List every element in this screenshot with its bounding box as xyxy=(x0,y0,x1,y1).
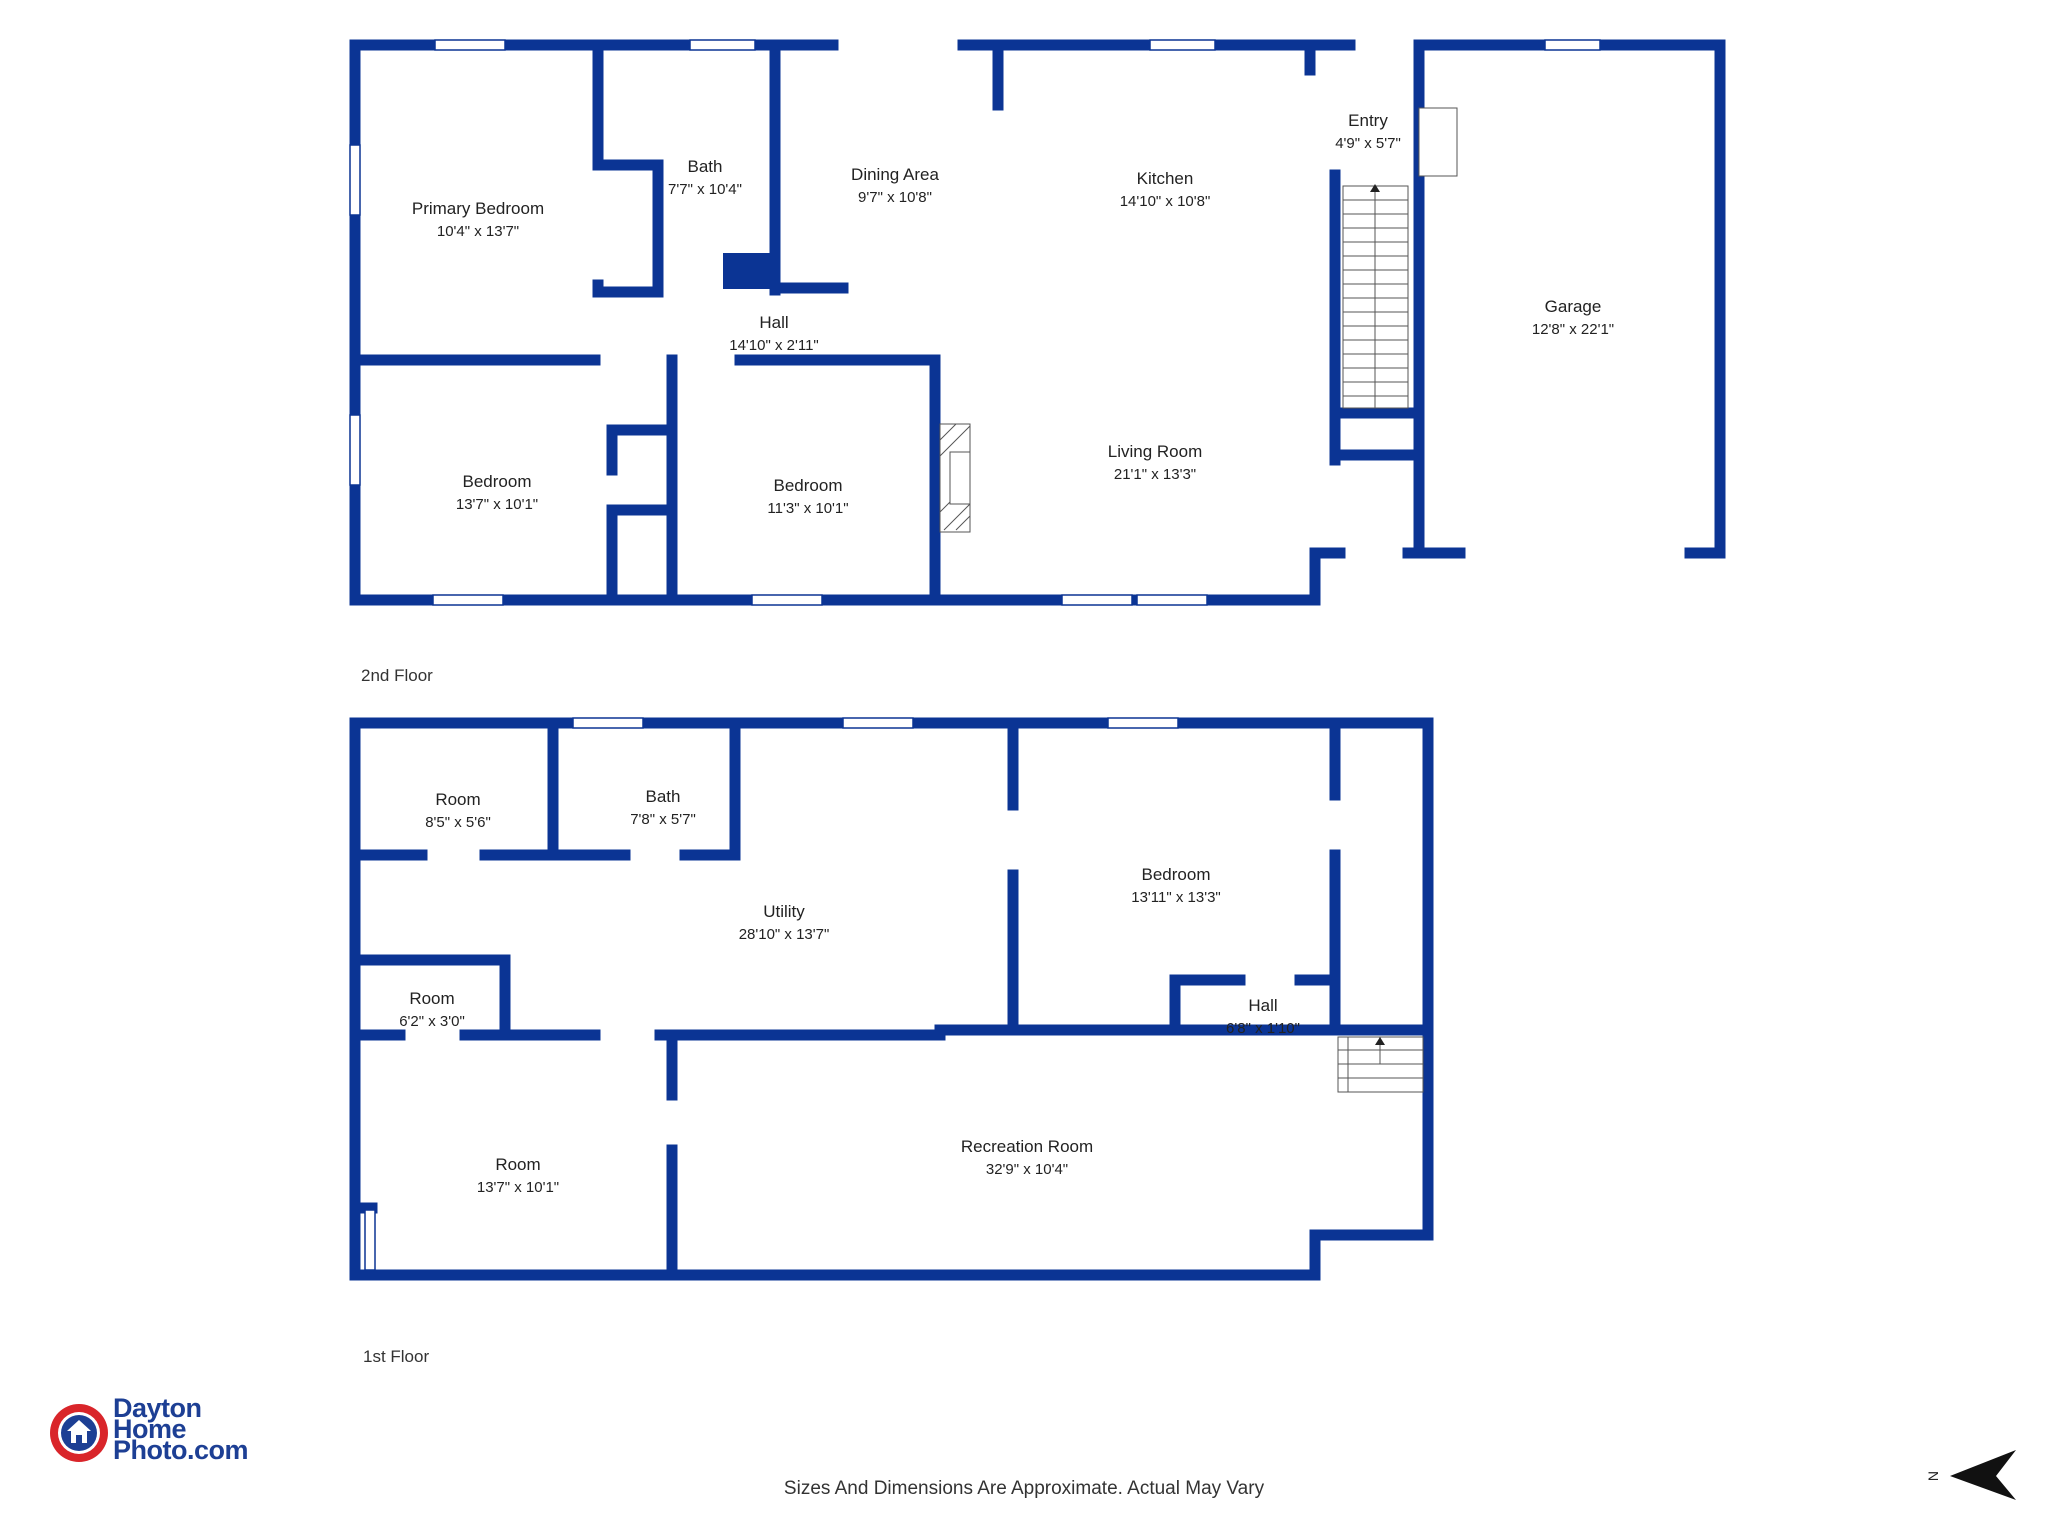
chimney-block xyxy=(723,253,779,289)
first-floor-windows xyxy=(364,717,1179,1271)
room-dims: 9'7" x 10'8" xyxy=(858,189,932,206)
room-name: Room xyxy=(495,1155,540,1174)
room-dims: 14'10" x 2'11" xyxy=(729,337,819,354)
room-dims: 6'2" x 3'0" xyxy=(399,1013,465,1030)
room-dims: 14'10" x 10'8" xyxy=(1120,193,1211,210)
room-dims: 11'3" x 10'1" xyxy=(767,500,848,517)
logo-line-2: Home xyxy=(113,1414,187,1444)
room-dims: 6'8" x 1'10" xyxy=(1226,1020,1300,1037)
north-label: N xyxy=(1925,1470,1942,1482)
room-dims: 10'4" x 13'7" xyxy=(437,223,519,240)
room-labels-1st: Room 8'5" x 5'6" Bath 7'8" x 5'7" Utilit… xyxy=(399,787,1300,1196)
room-dims: 13'7" x 10'1" xyxy=(456,496,538,513)
room-name: Garage xyxy=(1545,297,1602,316)
room-name: Room xyxy=(435,790,480,809)
room-dims: 28'10" x 13'7" xyxy=(739,926,830,943)
room-name: Dining Area xyxy=(851,165,939,184)
house-camera-icon xyxy=(50,1404,108,1462)
brand-logo: Dayton Home Photo.com xyxy=(48,1393,278,1480)
stairs-upper xyxy=(1342,184,1409,409)
room-dims: 7'8" x 5'7" xyxy=(630,811,696,828)
room-dims: 4'9" x 5'7" xyxy=(1335,135,1401,152)
room-dims: 8'5" x 5'6" xyxy=(425,814,491,831)
room-dims: 13'7" x 10'1" xyxy=(477,1179,559,1196)
room-name: Hall xyxy=(759,313,788,332)
room-dims: 32'9" x 10'4" xyxy=(986,1161,1068,1178)
stairs-lower xyxy=(1337,1036,1424,1093)
logo-text: Dayton Home Photo.com xyxy=(113,1393,249,1465)
room-name: Entry xyxy=(1348,111,1388,130)
room-dims: 12'8" x 22'1" xyxy=(1532,321,1614,338)
north-arrow: N xyxy=(1925,1444,2020,1504)
room-name: Utility xyxy=(763,902,805,921)
room-name: Bedroom xyxy=(463,472,532,491)
room-name: Hall xyxy=(1248,996,1277,1015)
room-labels-2nd: Primary Bedroom 10'4" x 13'7" Bath 7'7" … xyxy=(412,111,1614,517)
disclaimer-text: Sizes And Dimensions Are Approximate. Ac… xyxy=(783,1478,1265,1499)
room-dims: 21'1" x 13'3" xyxy=(1114,466,1196,483)
entry-step xyxy=(1418,107,1458,177)
room-name: Bath xyxy=(646,787,681,806)
room-name: Bath xyxy=(688,157,723,176)
logo-line-1: Dayton xyxy=(113,1393,202,1423)
room-name: Living Room xyxy=(1108,442,1203,461)
second-floor-walls xyxy=(349,39,1726,606)
floor-label-1st: 1st Floor xyxy=(363,1347,430,1366)
logo-line-3: Photo.com xyxy=(113,1435,249,1465)
room-dims: 13'11" x 13'3" xyxy=(1131,889,1221,906)
floor-label-2nd: 2nd Floor xyxy=(361,666,433,685)
room-dims: 7'7" x 10'4" xyxy=(668,181,742,198)
room-name: Bedroom xyxy=(1142,865,1211,884)
room-name: Recreation Room xyxy=(961,1137,1093,1156)
room-name: Primary Bedroom xyxy=(412,199,544,218)
room-name: Bedroom xyxy=(774,476,843,495)
first-floor-walls xyxy=(349,717,1434,1281)
room-name: Kitchen xyxy=(1137,169,1194,188)
north-arrow-icon xyxy=(1950,1450,2016,1500)
second-floor-windows xyxy=(349,39,1601,606)
fireplace xyxy=(939,423,971,533)
room-name: Room xyxy=(409,989,454,1008)
